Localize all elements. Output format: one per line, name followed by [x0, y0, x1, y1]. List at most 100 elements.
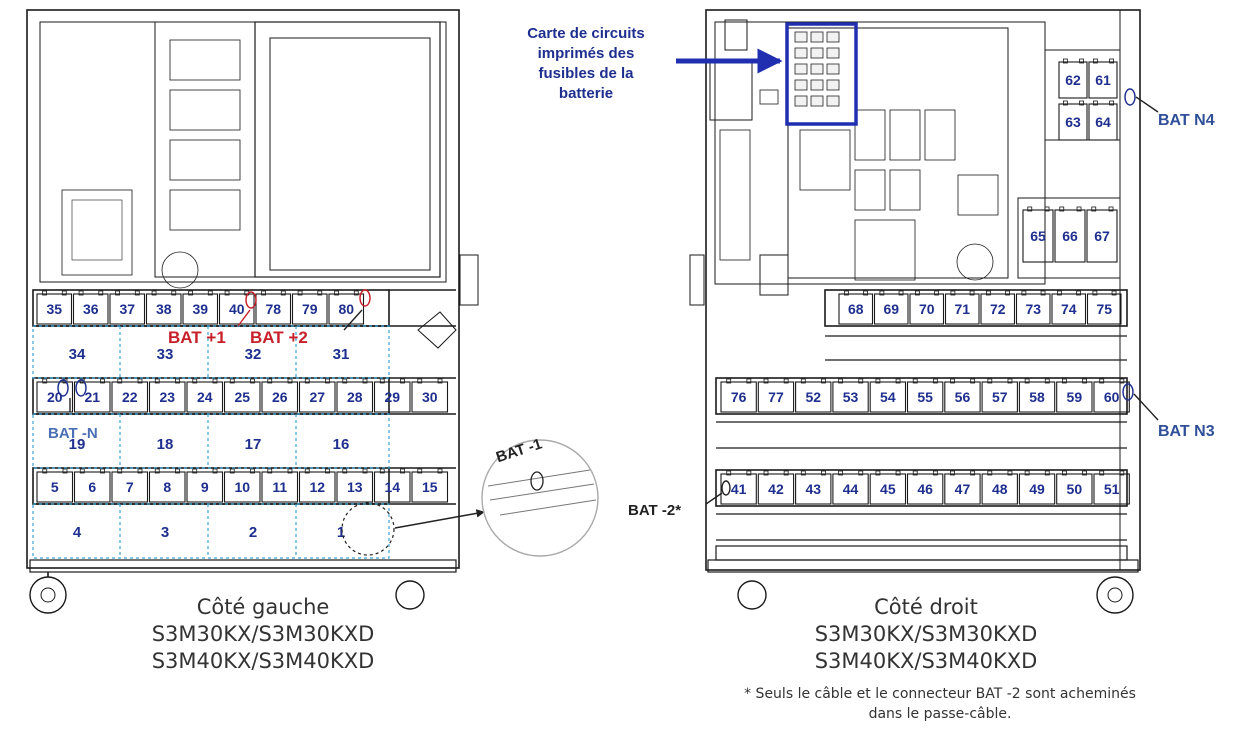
- battery-cell: [1058, 61, 1088, 99]
- battery-number: 32: [245, 346, 262, 363]
- battery-cell: [757, 381, 795, 413]
- battery-number: 33: [157, 346, 174, 363]
- battery-number: 1: [337, 524, 345, 541]
- battery-number: 60: [1104, 389, 1120, 405]
- battery-terminal: [838, 378, 844, 384]
- right-footnote-line: * Seuls le câble et le connecteur BAT -2…: [744, 686, 1136, 702]
- battery-terminal: [1056, 290, 1062, 296]
- battery-number: 49: [1029, 481, 1045, 497]
- battery-cell: [1056, 473, 1093, 505]
- battery-number: 80: [338, 301, 354, 317]
- battery-number: 31: [333, 346, 350, 363]
- battery-terminal: [898, 290, 904, 296]
- battery-cell: [36, 381, 74, 413]
- battery-cell: [720, 473, 757, 505]
- battery-terminal: [115, 290, 120, 296]
- battery-terminal: [317, 290, 323, 296]
- bat-neg1-detail: [341, 439, 599, 557]
- battery-number: 63: [1065, 114, 1081, 130]
- battery-terminal: [858, 378, 864, 384]
- bat-n3-terminal-marker: [1122, 383, 1134, 401]
- battery-terminal: [154, 468, 160, 474]
- fuse-board-label-line: Carte de circuits: [527, 25, 645, 42]
- bat-n4-terminal-marker: [1124, 88, 1136, 106]
- fuse-board-label-line: batterie: [558, 85, 614, 102]
- battery-cell: [186, 381, 224, 413]
- battery-number: 46: [917, 481, 933, 497]
- battery-terminal: [1109, 100, 1114, 106]
- battery-cell: [869, 473, 907, 505]
- battery-number: 29: [384, 389, 400, 405]
- battery-cell: [981, 473, 1018, 505]
- battery-terminal: [437, 378, 443, 384]
- battery-terminal: [98, 290, 104, 296]
- battery-cell: [1015, 293, 1051, 325]
- battery-terminal: [1099, 378, 1105, 384]
- battery-number: 75: [1096, 301, 1112, 317]
- left-caption-model-1: S3M30KX/S3M30KXD: [151, 622, 375, 646]
- battery-terminal: [362, 378, 368, 384]
- battery-cell: [111, 381, 149, 413]
- battery-terminal: [379, 468, 385, 474]
- battery-cell: [148, 381, 186, 413]
- battery-number: 62: [1065, 72, 1081, 88]
- battery-number: 52: [805, 389, 821, 405]
- battery-terminal: [1109, 58, 1114, 64]
- battery-cell: [223, 381, 261, 413]
- battery-cell: [336, 471, 374, 503]
- battery-terminal: [914, 290, 920, 296]
- battery-terminal: [400, 468, 405, 474]
- battery-terminal: [1076, 290, 1081, 296]
- battery-number: 69: [883, 301, 899, 317]
- bat-pos1-terminal-marker: [245, 291, 257, 309]
- bat-neg2-terminal-marker: [721, 480, 731, 496]
- battery-terminal: [1079, 100, 1084, 106]
- battery-terminal: [863, 290, 868, 296]
- bat-pos2-terminal-marker: [359, 289, 371, 307]
- battery-number: 43: [805, 481, 821, 497]
- right-caption-model-1: S3M30KX/S3M30KXD: [814, 622, 1038, 646]
- battery-terminal: [1024, 470, 1030, 476]
- battery-cell: [411, 471, 449, 503]
- battery-terminal: [1099, 470, 1105, 476]
- battery-cell: [298, 381, 336, 413]
- battery-number: 22: [122, 389, 138, 405]
- battery-number: 61: [1095, 72, 1111, 88]
- battery-terminal: [334, 290, 339, 296]
- battery-cell: [1054, 209, 1086, 263]
- battery-number: 8: [163, 479, 171, 495]
- fuse-board-highlight: [676, 22, 858, 126]
- battery-terminal: [1119, 470, 1125, 476]
- battery-terminal: [1007, 378, 1013, 384]
- battery-cell: [795, 381, 832, 413]
- left-caption-model-2: S3M40KX/S3M40KXD: [151, 649, 375, 673]
- battery-terminal: [932, 378, 938, 384]
- battery-terminal: [800, 378, 806, 384]
- battery-terminal: [353, 290, 359, 296]
- battery-number: 55: [917, 389, 933, 405]
- battery-cell: [1058, 103, 1088, 141]
- battery-terminal: [726, 378, 732, 384]
- battery-terminal: [746, 470, 752, 476]
- battery-terminal: [875, 470, 881, 476]
- battery-terminal: [175, 468, 180, 474]
- battery-number: 9: [201, 479, 209, 495]
- battery-terminal: [763, 470, 769, 476]
- battery-cell: [109, 293, 146, 325]
- battery-terminal: [1119, 378, 1125, 384]
- battery-cell: [720, 381, 757, 413]
- battery-number: 51: [1104, 481, 1120, 497]
- battery-number: 6: [88, 479, 96, 495]
- battery-terminal: [912, 470, 918, 476]
- battery-number: 16: [333, 436, 350, 453]
- battery-terminal: [261, 290, 266, 296]
- bat-pos2-label: BAT +2: [250, 328, 308, 347]
- battery-terminal: [229, 378, 235, 384]
- right-footnote: * Seuls le câble et le connecteur BAT -2…: [660, 684, 1220, 724]
- battery-number: 11: [272, 479, 287, 495]
- battery-terminal: [969, 290, 975, 296]
- battery-number: 50: [1067, 481, 1083, 497]
- battery-terminal: [117, 468, 123, 474]
- battery-terminal: [287, 378, 293, 384]
